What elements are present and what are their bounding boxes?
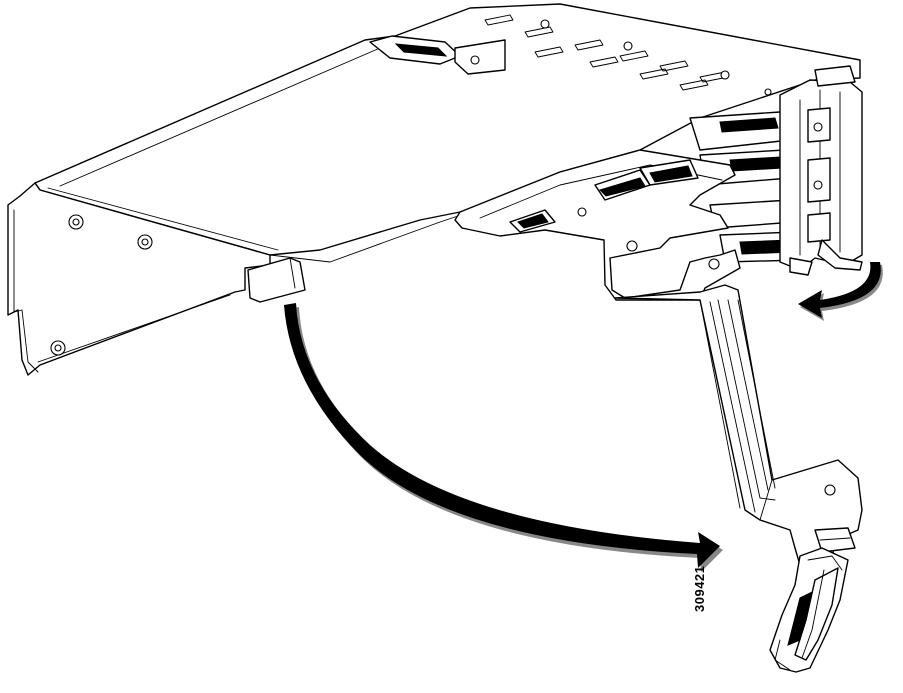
- pcie-slot-brackets: [689, 65, 863, 276]
- plate-connector: [369, 35, 506, 75]
- left-side-bracket: [7, 182, 306, 376]
- small-curved-arrow: [798, 262, 883, 321]
- large-curved-arrow: [284, 303, 723, 572]
- handle-arm: [614, 284, 863, 571]
- handle-base-bracket: [454, 149, 741, 301]
- latch-clip: [769, 547, 849, 673]
- figure-id-label: 309421: [692, 565, 707, 612]
- top-chassis-plate: [34, 3, 861, 263]
- plate-slots: [484, 14, 772, 96]
